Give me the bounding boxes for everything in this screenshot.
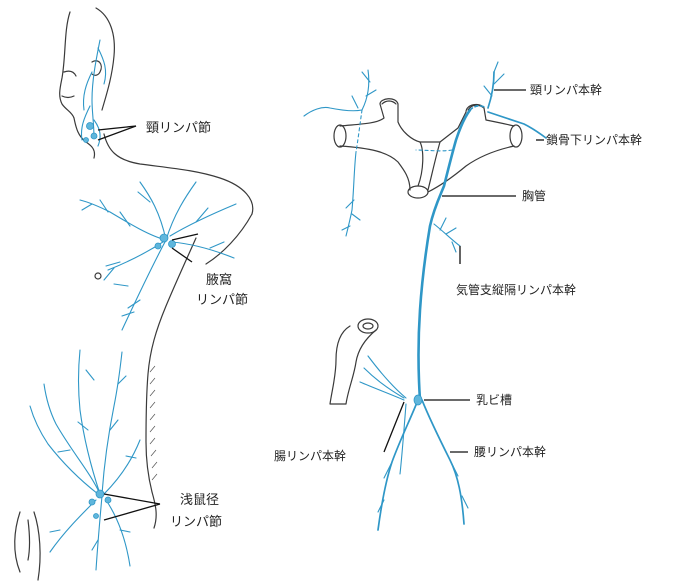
cervical-node: [84, 138, 89, 143]
label-axillary-nodes-line2: リンパ節: [196, 293, 248, 308]
cisterna-chyli: [414, 395, 422, 405]
right-lymph-trunks: [304, 70, 376, 236]
label-lumbar-trunk: 腰リンパ本幹: [474, 444, 546, 459]
label-intestinal-trunk: 腸リンパ本幹: [274, 448, 346, 463]
label-cervical-nodes: 頸リンパ節: [146, 121, 211, 136]
axillary-node: [160, 234, 168, 242]
label-inguinal-nodes-line2: リンパ節: [170, 515, 222, 530]
inguinal-node: [96, 490, 104, 498]
inguinal-node: [105, 497, 111, 503]
label-jugular-trunk: 頸リンパ本幹: [530, 82, 602, 97]
label-subclavian-trunk: 鎖骨下リンパ本幹: [546, 132, 642, 147]
inguinal-node: [94, 514, 99, 519]
inguinal-node: [89, 499, 95, 505]
label-axillary-nodes-line1: 腋窩: [206, 272, 232, 288]
axillary-node: [155, 243, 161, 249]
intestine: [330, 319, 378, 404]
cervical-node: [87, 123, 94, 130]
thoracic-duct-main: [416, 62, 546, 400]
label-cisterna-chyli: 乳ビ槽: [476, 393, 512, 407]
label-bronchomediastinal-trunk: 気管支縦隔リンパ本幹: [456, 282, 576, 297]
cisterna-and-lower-trunks: [360, 356, 468, 530]
axillary-node: [169, 241, 176, 248]
label-inguinal-nodes-line1: 浅鼠径: [180, 493, 219, 508]
left-leader-lines: [98, 126, 198, 520]
label-thoracic-duct: 胸管: [522, 188, 546, 203]
inguinal-lymph-vessels: [30, 350, 140, 570]
cervical-node: [91, 133, 97, 139]
